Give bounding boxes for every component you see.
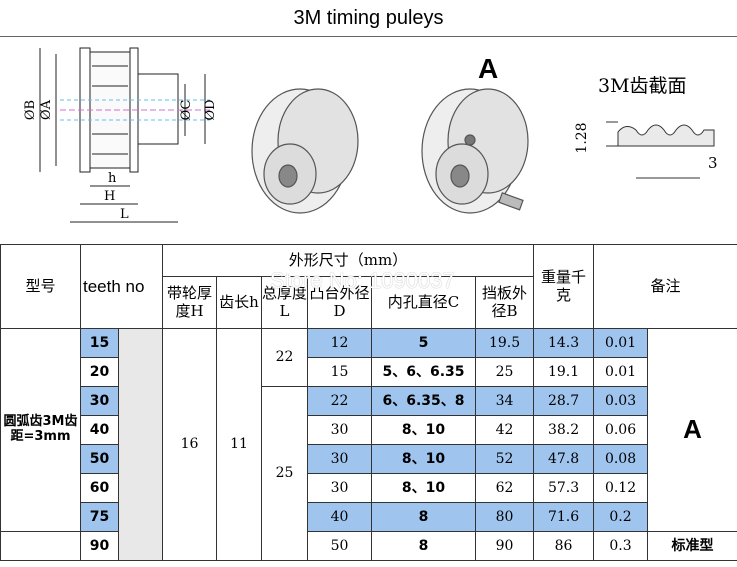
header-group: 外形尺寸（mm） bbox=[162, 244, 535, 277]
flange-cell: 90 bbox=[475, 531, 535, 561]
boss-cell: 15 bbox=[307, 357, 373, 387]
weight-cell: 0.03 bbox=[593, 386, 649, 416]
flange-cell: 19.5 bbox=[475, 328, 535, 358]
page-title: 3M timing puleys bbox=[0, 0, 737, 37]
header-total-length: 总厚度L bbox=[261, 276, 309, 329]
hub-width-value: 16 bbox=[162, 328, 218, 561]
dim-a-label: ØA bbox=[39, 99, 54, 120]
technical-drawing: ØB ØA ØC ØD h H L A 3M齿截面 1.28 3 bbox=[23, 47, 718, 223]
header-tooth-length: 齿长h bbox=[216, 276, 263, 329]
weight-cell: 0.08 bbox=[593, 444, 649, 474]
dim-b-label: ØB bbox=[23, 100, 38, 120]
header-note: 备注 bbox=[593, 244, 737, 329]
profile-height: 1.28 bbox=[574, 122, 590, 153]
boss-cell: 50 bbox=[307, 531, 373, 561]
dim-l-label: L bbox=[120, 207, 129, 222]
spec-table: 型号 teeth no 外形尺寸（mm） 重量千克 备注 带轮厚度H 齿长h 总… bbox=[0, 244, 737, 561]
profile-title: 3M齿截面 bbox=[598, 75, 687, 97]
teeth-cell: 30 bbox=[80, 386, 119, 416]
side-view bbox=[39, 47, 210, 223]
flange-cell: 52 bbox=[475, 444, 535, 474]
boss-cell: 30 bbox=[307, 444, 373, 474]
pulley-setscrew-view bbox=[421, 88, 529, 214]
teeth-strip bbox=[117, 328, 164, 561]
flange-cell: 34 bbox=[475, 386, 535, 416]
header-model: 型号 bbox=[0, 244, 81, 329]
dim-h-small-label: h bbox=[108, 171, 117, 186]
bore-cell: 5、6、6.35 bbox=[371, 357, 477, 387]
bore-cell: 5 bbox=[371, 328, 477, 358]
dim-h-big-label: H bbox=[104, 189, 115, 204]
pitch-cell: 71.6 bbox=[533, 502, 595, 532]
model-name: 圆弧齿3M齿距=3mm bbox=[0, 328, 81, 532]
profile-pitch: 3 bbox=[708, 154, 718, 172]
pitch-cell: 57.3 bbox=[533, 473, 595, 503]
note-a: A bbox=[647, 328, 737, 532]
teeth-cell: 90 bbox=[80, 531, 119, 561]
header-bore: 内孔直径C bbox=[371, 276, 477, 329]
dim-d-label: ØD bbox=[203, 99, 218, 120]
teeth-cell: 50 bbox=[80, 444, 119, 474]
bore-cell: 8 bbox=[371, 502, 477, 532]
weight-cell: 0.01 bbox=[593, 357, 649, 387]
bore-cell: 8、10 bbox=[371, 473, 477, 503]
bore-cell: 6、6.35、8 bbox=[371, 386, 477, 416]
boss-cell: 30 bbox=[307, 473, 373, 503]
teeth-cell: 40 bbox=[80, 415, 119, 445]
weight-cell: 0.12 bbox=[593, 473, 649, 503]
teeth-label: teeth no bbox=[83, 276, 145, 296]
model-empty bbox=[0, 531, 81, 561]
boss-cell: 12 bbox=[307, 328, 373, 358]
pitch-cell: 86 bbox=[533, 531, 595, 561]
flange-cell: 80 bbox=[475, 502, 535, 532]
header-weight: 重量千克 bbox=[533, 244, 595, 329]
pulley-front-view bbox=[251, 88, 359, 214]
teeth-cell: 60 bbox=[80, 473, 119, 503]
tooth-profile bbox=[606, 121, 715, 179]
boss-cell: 40 bbox=[307, 502, 373, 532]
note-a-text: A bbox=[683, 414, 702, 445]
weight-cell: 0.01 bbox=[593, 328, 649, 358]
flange-cell: 62 bbox=[475, 473, 535, 503]
teeth-cell: 15 bbox=[80, 328, 119, 358]
bore-cell: 8 bbox=[371, 531, 477, 561]
dim-c-label: ØC bbox=[179, 100, 194, 121]
weight-cell: 0.2 bbox=[593, 502, 649, 532]
marker-a: A bbox=[478, 53, 498, 84]
bore-cell: 8、10 bbox=[371, 415, 477, 445]
note-standard: 标准型 bbox=[647, 531, 737, 561]
flange-cell: 25 bbox=[475, 357, 535, 387]
pitch-cell: 14.3 bbox=[533, 328, 595, 358]
title-text: 3M timing puleys bbox=[293, 6, 444, 29]
header-teeth: teeth no bbox=[79, 244, 164, 329]
pitch-cell: 28.7 bbox=[533, 386, 595, 416]
header-hub-width: 带轮厚度H bbox=[162, 276, 218, 329]
total-length-a: 22 bbox=[261, 328, 309, 387]
pitch-cell: 38.2 bbox=[533, 415, 595, 445]
flange-cell: 42 bbox=[475, 415, 535, 445]
weight-cell: 0.06 bbox=[593, 415, 649, 445]
total-length-b: 25 bbox=[261, 386, 309, 561]
header-flange-od: 挡板外径B bbox=[475, 276, 535, 329]
tooth-length-value: 11 bbox=[216, 328, 263, 561]
weight-cell: 0.3 bbox=[593, 531, 649, 561]
bore-cell: 8、10 bbox=[371, 444, 477, 474]
header-boss-od: 凸台外径D bbox=[307, 276, 373, 329]
boss-cell: 30 bbox=[307, 415, 373, 445]
teeth-cell: 20 bbox=[80, 357, 119, 387]
pitch-cell: 47.8 bbox=[533, 444, 595, 474]
teeth-cell: 75 bbox=[80, 502, 119, 532]
boss-cell: 22 bbox=[307, 386, 373, 416]
pitch-cell: 19.1 bbox=[533, 357, 595, 387]
